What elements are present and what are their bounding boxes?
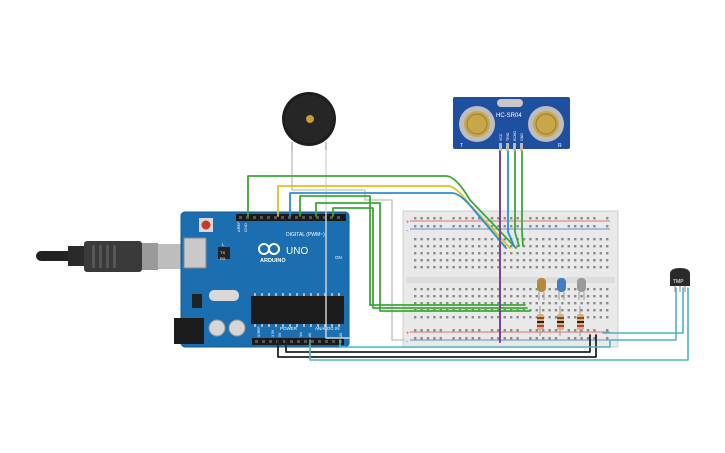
sensor-left-mark: T xyxy=(460,143,463,149)
atmega-chip xyxy=(251,296,344,324)
wire-teal-3[interactable] xyxy=(602,287,684,334)
sensor-label: HC-SR04 xyxy=(496,113,522,119)
tx-label: TX xyxy=(220,250,225,255)
a0-label: A0 xyxy=(308,333,312,337)
wire-green-2[interactable] xyxy=(299,195,526,306)
wire-green-4[interactable] xyxy=(332,207,528,309)
wire-white[interactable] xyxy=(325,146,351,339)
reset-button[interactable] xyxy=(201,220,211,230)
digital-label: DIGITAL (PWM~) xyxy=(286,232,325,238)
resistor-2[interactable] xyxy=(557,306,564,336)
arduino-infinity-logo-icon xyxy=(258,243,280,255)
resistor-1[interactable] xyxy=(537,306,544,336)
led-gray[interactable] xyxy=(577,278,586,300)
power-label: POWER xyxy=(280,326,298,331)
l-label: L xyxy=(222,242,225,247)
wire-sensor-green-1[interactable] xyxy=(514,149,520,247)
bottom-plus-label: + xyxy=(406,331,410,337)
resistor-3[interactable] xyxy=(577,306,584,336)
ioref-label: IOREF xyxy=(257,326,261,337)
gnd-label: GND xyxy=(243,223,248,232)
wires xyxy=(247,146,689,361)
top-plus-label: + xyxy=(406,220,410,226)
v5-label: 5V xyxy=(278,332,282,337)
analog-label: ANALOG IN xyxy=(315,326,340,331)
sensor-pin-trig: TRIG xyxy=(506,132,510,141)
power-jack xyxy=(174,318,204,344)
wire-teal-1[interactable] xyxy=(309,287,689,361)
sensor-right-mark: R xyxy=(558,143,562,149)
a5-label: A5 xyxy=(339,333,343,337)
piezo-buzzer-icon[interactable] xyxy=(282,92,336,150)
led-orange[interactable] xyxy=(537,278,546,300)
arduino-brand: ARDUINO xyxy=(260,258,286,264)
usb-port xyxy=(183,237,207,269)
vin-label: Vin xyxy=(299,332,303,337)
temperature-sensor[interactable]: TMP xyxy=(670,268,690,292)
sensor-pin-vcc: VCC xyxy=(499,133,503,141)
wire-blue[interactable] xyxy=(289,192,507,249)
arduino-uno-board[interactable]: AREF GND DIGITAL (PWM~) L TX RX ARDUINO … xyxy=(174,211,350,348)
bottom-minus-label: - xyxy=(406,339,408,345)
led-blue[interactable] xyxy=(557,278,566,300)
v33-label: 3.3V xyxy=(271,329,275,337)
wire-teal-2[interactable] xyxy=(339,287,677,348)
wire-green-3[interactable] xyxy=(315,202,531,312)
top-minus-label: - xyxy=(406,228,408,234)
wire-sensor-blue[interactable] xyxy=(507,149,515,247)
wire-gray[interactable] xyxy=(291,146,405,341)
sensor-pin-gnd: GND xyxy=(520,133,524,141)
wire-black-1[interactable] xyxy=(277,334,597,358)
aref-label: AREF xyxy=(236,221,241,232)
ultrasonic-sensor-hc-sr04[interactable]: HC-SR04 T R VCC TRIG ECHO GND xyxy=(453,97,570,151)
on-label: ON xyxy=(335,255,342,260)
tmp-label: TMP xyxy=(673,279,684,285)
wire-sensor-green-2[interactable] xyxy=(521,149,524,247)
wire-black-2[interactable] xyxy=(285,334,591,353)
usb-cable-icon[interactable] xyxy=(36,241,186,272)
arduino-model: UNO xyxy=(286,246,308,257)
wire-green-1[interactable] xyxy=(247,175,517,249)
sensor-pin-echo: ECHO xyxy=(513,131,517,141)
rx-label: RX xyxy=(220,256,226,261)
breadboard[interactable]: + - + - xyxy=(402,210,619,348)
